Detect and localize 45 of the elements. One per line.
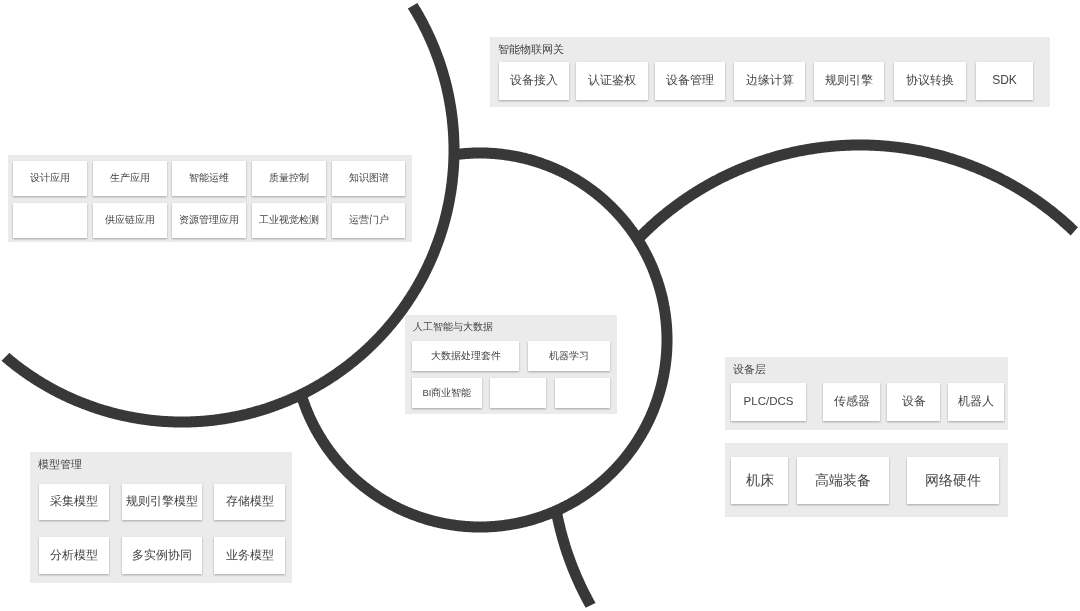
- module-tile: [490, 378, 546, 408]
- group-panel: [8, 155, 412, 242]
- module-tile: [13, 203, 87, 238]
- module-tile: 设备接入: [499, 62, 569, 100]
- panel-title: 设备层: [733, 363, 766, 377]
- module-tile: 智能运维: [172, 161, 246, 196]
- module-tile: BI商业智能: [412, 378, 482, 408]
- module-tile: 运营门户: [332, 203, 405, 238]
- group-panel: [725, 357, 1008, 430]
- group-panel: [30, 452, 292, 583]
- module-tile: 生产应用: [93, 161, 167, 196]
- module-tile: 大数据处理套件: [412, 341, 519, 371]
- module-tile: 协议转换: [894, 62, 966, 100]
- module-tile: 资源管理应用: [172, 203, 246, 238]
- module-tile: 网络硬件: [907, 457, 999, 504]
- module-tile: SDK: [976, 62, 1033, 100]
- module-tile: 存储模型: [214, 484, 285, 520]
- module-tile: 分析模型: [39, 537, 109, 574]
- module-tile: 工业视觉检测: [252, 203, 326, 238]
- module-tile: 设备: [887, 383, 940, 421]
- module-tile: 采集模型: [39, 484, 109, 520]
- module-tile: 多实例协同: [122, 537, 202, 574]
- module-tile: 机器学习: [528, 341, 610, 371]
- module-tile: 传感器: [823, 383, 880, 421]
- module-tile: 质量控制: [252, 161, 326, 196]
- group-panel: [405, 315, 617, 414]
- module-tile: 边缘计算: [734, 62, 805, 100]
- module-tile: 设备管理: [655, 62, 725, 100]
- module-tile: 知识图谱: [332, 161, 405, 196]
- module-tile: 设计应用: [13, 161, 87, 196]
- module-tile: 规则引擎模型: [122, 484, 202, 520]
- panel-title: 智能物联网关: [498, 43, 564, 57]
- module-tile: 业务模型: [214, 537, 285, 574]
- module-tile: 机器人: [948, 383, 1004, 421]
- module-tile: 高端装备: [797, 457, 889, 504]
- module-tile: 供应链应用: [93, 203, 167, 238]
- panel-title: 模型管理: [38, 458, 82, 472]
- module-tile: [555, 378, 610, 408]
- module-tile: 规则引擎: [814, 62, 884, 100]
- panel-title: 人工智能与大数据: [413, 321, 493, 333]
- module-tile: PLC/DCS: [731, 383, 806, 421]
- group-panel: [725, 443, 1008, 517]
- module-tile: 机床: [731, 457, 788, 504]
- module-tile: 认证鉴权: [576, 62, 648, 100]
- group-panel: [490, 37, 1050, 107]
